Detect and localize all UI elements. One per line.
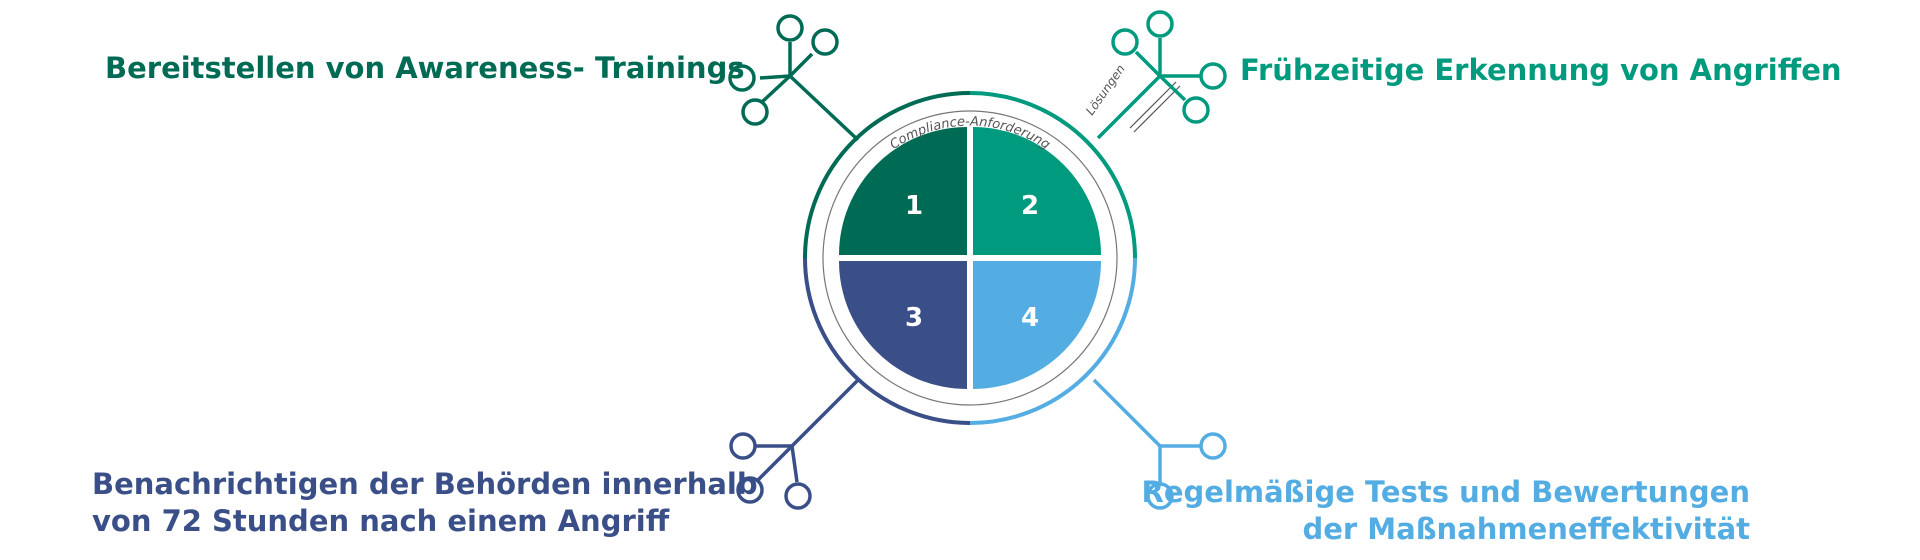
quadrant-2-label-line-1: Frühzeitige Erkennung von Angriffen (1240, 53, 1842, 87)
branch-node (1146, 482, 1174, 510)
quadrant-number-1: 1 (905, 191, 923, 221)
quadrant-2-label: Frühzeitige Erkennung von Angriffen (1240, 52, 1842, 89)
quadrant-1 (839, 127, 967, 255)
quadrant-4-label-line-1: Regelmäßige Tests und Bewertungen (1141, 475, 1750, 509)
branch-node (1146, 10, 1174, 38)
branch-node (784, 482, 812, 510)
quadrant-3-label: Benachrichtigen der Behörden innerhalb v… (92, 466, 758, 540)
quadrant-4 (973, 261, 1101, 389)
branch-4 (1092, 378, 1227, 510)
branch-node (1111, 28, 1139, 56)
solutions-marker: Lösungen (1083, 62, 1181, 133)
quadrant-4-label: Regelmäßige Tests und Bewertungen der Ma… (1130, 474, 1750, 548)
branch-1 (728, 14, 860, 142)
branch-node (736, 476, 764, 504)
quadrant-number-3: 3 (905, 303, 923, 333)
outer-ring-segment-3 (803, 257, 971, 425)
quadrant-1-label: Bereitstellen von Awareness- Trainings (105, 50, 745, 87)
quadrant-3 (839, 261, 967, 389)
outer-ring-segment-2 (969, 91, 1137, 259)
quadrant-1-label-line-1: Bereitstellen von Awareness- Trainings (105, 51, 745, 85)
branch-node (729, 432, 757, 460)
quadrant-2 (973, 127, 1101, 255)
quadrant-3-label-line-2: von 72 Stunden nach einem Angriff (92, 504, 670, 538)
inner-thin-ring (822, 110, 1118, 406)
branch-node (1182, 96, 1210, 124)
branch-node (728, 64, 756, 92)
branch-2 (1096, 10, 1227, 140)
branch-3 (729, 378, 860, 510)
branch-node (776, 14, 804, 42)
outer-ring-segment-1 (803, 91, 971, 259)
ring-label-side: Lösungen (1083, 62, 1128, 118)
branch-node (1199, 432, 1227, 460)
branch-node (1199, 62, 1227, 90)
quadrant-3-label-line-1: Benachrichtigen der Behörden innerhalb (92, 467, 758, 501)
quadrant-number-4: 4 (1021, 303, 1039, 333)
branch-node (741, 98, 769, 126)
branch-node (811, 28, 839, 56)
quadrant-4-label-line-2: der Maßnahmeneffektivität (1302, 512, 1750, 546)
outer-ring-segment-4 (969, 257, 1137, 425)
quadrant-number-2: 2 (1021, 191, 1039, 221)
